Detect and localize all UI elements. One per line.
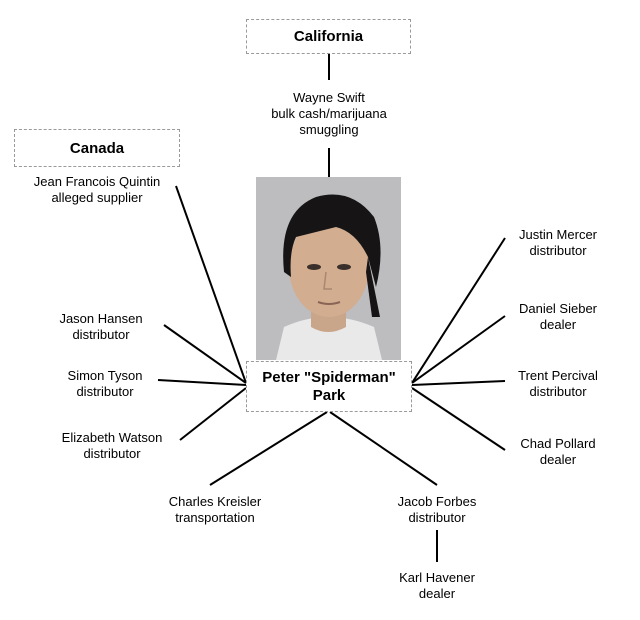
node-name: Elizabeth Watson bbox=[61, 430, 163, 445]
line-mercer-center bbox=[411, 237, 506, 384]
region-california-label: California bbox=[293, 28, 364, 45]
node-role: distributor bbox=[529, 384, 587, 399]
line-kreisler-center bbox=[209, 411, 328, 486]
node-name: Karl Havener bbox=[399, 570, 475, 585]
region-canada: Canada bbox=[14, 129, 180, 167]
node-role: distributor bbox=[76, 384, 134, 399]
node-jean-francois-quintin: Jean Francois Quintin alleged supplier bbox=[12, 174, 182, 206]
node-name: Simon Tyson bbox=[67, 368, 143, 383]
node-trent-percival: Trent Percival distributor bbox=[498, 368, 618, 400]
node-name: Trent Percival bbox=[518, 368, 598, 383]
node-role: dealer bbox=[539, 452, 577, 467]
node-simon-tyson: Simon Tyson distributor bbox=[45, 368, 165, 400]
center-name-line2: Park bbox=[312, 386, 346, 404]
node-name: Justin Mercer bbox=[518, 227, 598, 242]
center-name-line1: Peter "Spiderman" bbox=[262, 368, 396, 386]
mugshot-photo bbox=[256, 177, 401, 360]
person-portrait-icon bbox=[256, 177, 401, 360]
center-person-box: Peter "Spiderman" Park bbox=[246, 361, 412, 412]
node-name: Jacob Forbes bbox=[397, 494, 477, 509]
node-name: Jason Hansen bbox=[59, 311, 143, 326]
node-role: distributor bbox=[408, 510, 466, 525]
region-canada-label: Canada bbox=[69, 139, 125, 157]
node-name: Chad Pollard bbox=[520, 436, 596, 451]
node-daniel-sieber: Daniel Sieber dealer bbox=[498, 301, 618, 333]
line-pollard-center bbox=[411, 387, 506, 451]
line-sieber-center bbox=[411, 315, 506, 384]
region-california: California bbox=[246, 19, 411, 54]
node-role: distributor bbox=[72, 327, 130, 342]
node-role: alleged supplier bbox=[51, 190, 143, 205]
node-role: distributor bbox=[529, 243, 587, 258]
line-forbes-center bbox=[329, 411, 438, 486]
line-quintin-center bbox=[175, 185, 247, 384]
line-percival-center bbox=[411, 380, 506, 386]
node-role: transportation bbox=[175, 510, 255, 525]
node-name: Daniel Sieber bbox=[518, 301, 598, 316]
node-charles-kreisler: Charles Kreisler transportation bbox=[145, 494, 285, 526]
node-name: Charles Kreisler bbox=[168, 494, 262, 509]
node-name: Jean Francois Quintin bbox=[33, 174, 161, 189]
node-role: smuggling bbox=[299, 122, 359, 137]
node-role: dealer bbox=[418, 586, 456, 601]
node-name: Wayne Swift bbox=[293, 90, 365, 105]
node-role: distributor bbox=[83, 446, 141, 461]
node-role: dealer bbox=[539, 317, 577, 332]
line-tyson-center bbox=[157, 379, 247, 386]
node-jacob-forbes: Jacob Forbes distributor bbox=[377, 494, 497, 526]
line-hansen-center bbox=[163, 324, 247, 384]
node-role: bulk cash/marijuana bbox=[271, 106, 387, 121]
node-karl-havener: Karl Havener dealer bbox=[377, 570, 497, 602]
node-wayne-swift: Wayne Swift bulk cash/marijuana smugglin… bbox=[249, 90, 409, 138]
node-jason-hansen: Jason Hansen distributor bbox=[41, 311, 161, 343]
line-watson-center bbox=[179, 387, 247, 441]
node-chad-pollard: Chad Pollard dealer bbox=[498, 436, 618, 468]
node-justin-mercer: Justin Mercer distributor bbox=[498, 227, 618, 259]
node-elizabeth-watson: Elizabeth Watson distributor bbox=[42, 430, 182, 462]
